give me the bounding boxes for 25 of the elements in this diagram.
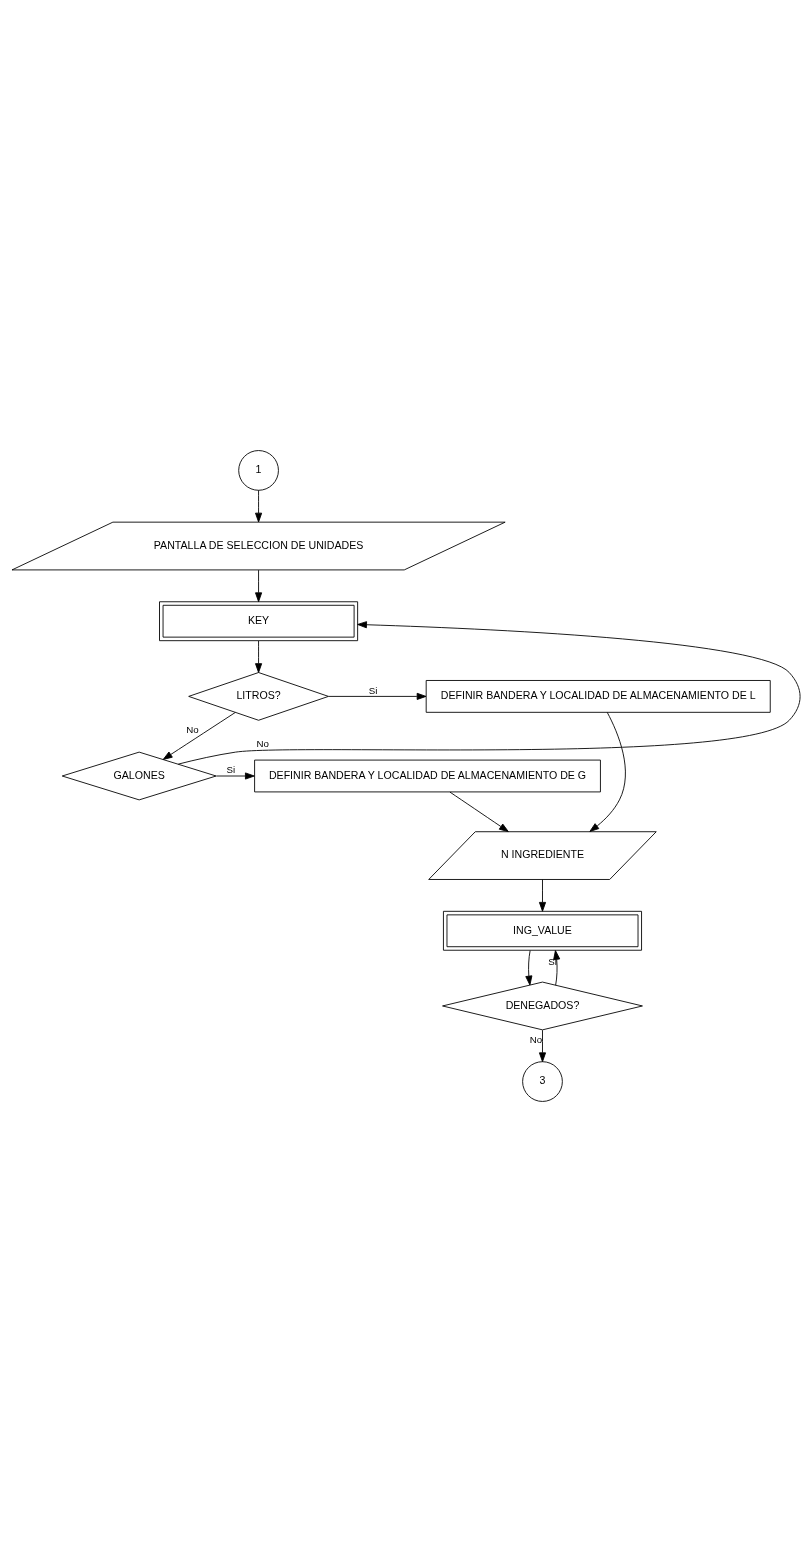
edge-label: Si xyxy=(548,956,557,968)
edge-label: Si xyxy=(226,764,236,776)
node-circle: 3 xyxy=(522,1061,563,1102)
node-box: DEFINIR BANDERA Y LOCALIDAD DE ALMACENAMIENTO DE G xyxy=(254,759,601,793)
arrow xyxy=(553,950,561,986)
arrow xyxy=(449,791,509,833)
arrow xyxy=(525,950,533,986)
edge-label: Si xyxy=(368,684,378,696)
node-circle: 1 xyxy=(238,450,279,491)
node-diamond: LITROS? xyxy=(188,672,329,721)
arrow xyxy=(255,569,263,603)
arrow xyxy=(255,640,263,673)
arrow xyxy=(215,772,255,780)
edge-label: No xyxy=(186,724,199,736)
arrow xyxy=(589,711,626,832)
node-box: DEFINIR BANDERA Y LOCALIDAD DE ALMACENAMIENTO DE L xyxy=(425,680,771,713)
arrow xyxy=(328,692,427,700)
edge-label: No xyxy=(529,1034,543,1046)
arrow xyxy=(538,879,547,912)
node-diamond: DENEGADOS? xyxy=(442,981,643,1031)
arrow xyxy=(255,489,263,523)
arrow xyxy=(177,621,801,765)
arrow xyxy=(538,1029,547,1063)
arrow xyxy=(162,712,236,760)
edge-label: No xyxy=(256,738,269,750)
